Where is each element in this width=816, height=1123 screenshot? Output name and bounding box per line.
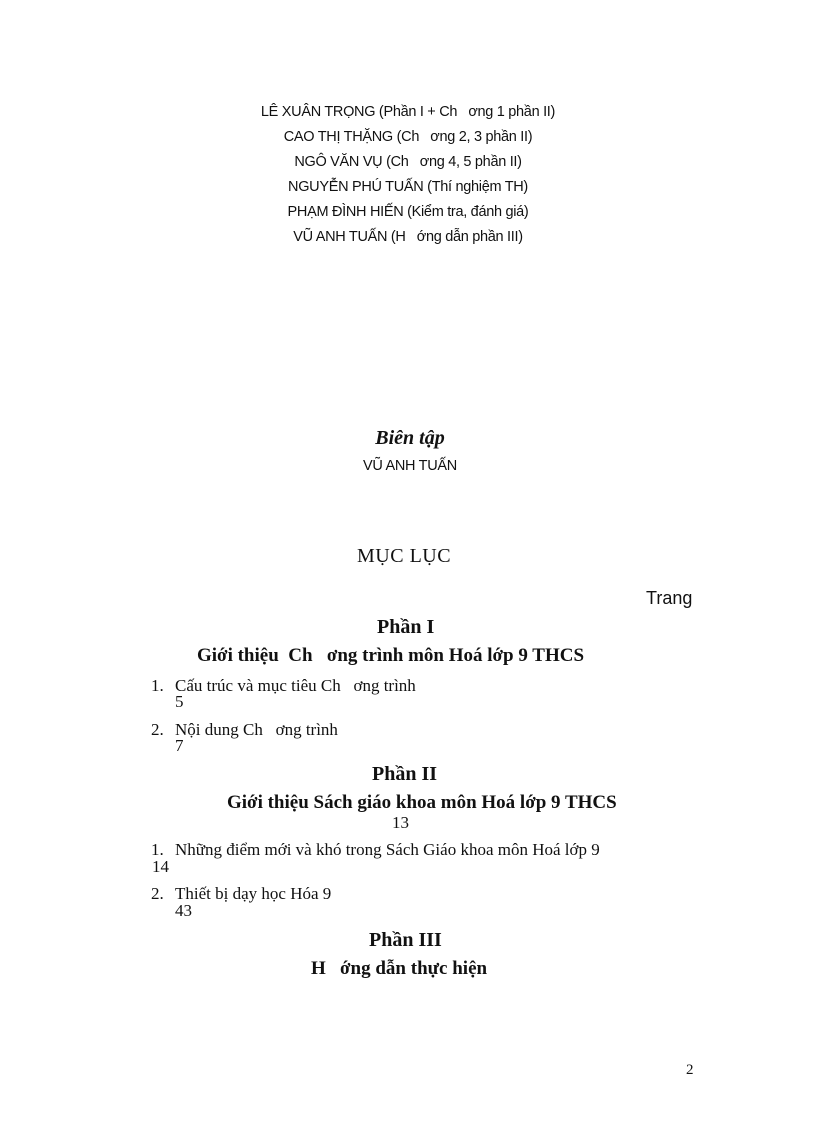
toc-item-text[interactable]: Cấu trúc và mục tiêu Ch ơng trình — [175, 676, 416, 695]
page-number: 2 — [686, 1062, 694, 1074]
author-line: PHẠM ĐÌNH HIẾN (Kiểm tra, đánh giá) — [287, 204, 529, 220]
toc-title: MỤC LỤC — [357, 545, 452, 567]
toc-item-text[interactable]: Thiết bị dạy học Hóa 9 — [175, 884, 332, 903]
toc-item-text[interactable]: Nội dung Ch ơng trình — [175, 720, 338, 739]
toc-item-page: 5 — [175, 692, 184, 711]
author-line: NGÔ VĂN VỤ (Ch ơng 4, 5 phần II) — [294, 154, 522, 170]
toc-item-number: 2. — [151, 720, 164, 739]
toc-item-page: 14 — [152, 857, 169, 876]
editor-name: VŨ ANH TUẤN — [363, 458, 457, 474]
part-subtitle: H ớng dẫn thực hiện — [311, 958, 488, 979]
part-subtitle: Giới thiệu Sách giáo khoa môn Hoá lớp 9 … — [227, 792, 617, 813]
part-heading: Phần III — [369, 929, 442, 951]
toc-item-page: 7 — [175, 736, 184, 755]
toc-item-number: 2. — [151, 884, 164, 903]
toc-item-page: 43 — [175, 901, 192, 920]
toc-item-number: 1. — [151, 840, 164, 859]
part-subtitle-page: 13 — [392, 813, 409, 832]
toc-item-number: 1. — [151, 676, 164, 695]
editor-label: Biên tập — [375, 427, 445, 449]
part-subtitle: Giới thiệu Ch ơng trình môn Hoá lớp 9 TH… — [197, 645, 585, 666]
page-column-label: Trang — [646, 588, 693, 608]
author-line: VŨ ANH TUẤN (H ớng dẫn phần III) — [293, 229, 523, 245]
author-line: NGUYỄN PHÚ TUẤN (Thí nghiệm TH) — [288, 179, 528, 195]
author-line: LÊ XUÂN TRỌNG (Phần I + Ch ơng 1 phần II… — [260, 104, 556, 120]
toc-item-text[interactable]: Những điểm mới và khó trong Sách Giáo kh… — [175, 840, 600, 859]
author-line: CAO THỊ THẶNG (Ch ơng 2, 3 phần II) — [283, 129, 533, 145]
part-heading: Phần II — [372, 763, 438, 785]
part-heading: Phần I — [377, 616, 435, 638]
